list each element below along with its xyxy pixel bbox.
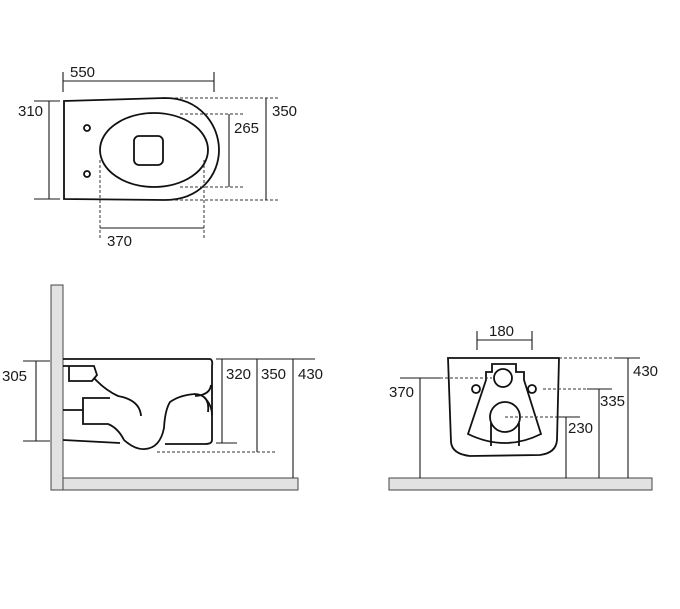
dim-180: 180 — [489, 323, 514, 340]
side-outline — [62, 358, 214, 445]
floor — [388, 477, 653, 491]
dim-430: 430 — [298, 366, 323, 383]
dim-335: 335 — [600, 393, 625, 410]
bolt-hole — [527, 384, 537, 394]
fixing-hole — [83, 170, 91, 178]
top-view: 550 310 265 350 370 — [18, 64, 297, 250]
dim-350: 350 — [261, 366, 286, 383]
front-view: 180 370 430 335 230 — [388, 323, 658, 491]
seat-oval — [99, 112, 209, 188]
dim-305: 305 — [2, 368, 27, 385]
dim-230: 230 — [568, 420, 593, 437]
floor — [62, 477, 299, 491]
wall — [50, 284, 64, 491]
front-outline — [447, 357, 560, 457]
dim-265: 265 — [234, 120, 259, 137]
dim-350: 350 — [272, 103, 297, 120]
dim-310: 310 — [18, 103, 43, 120]
mounting-flange — [466, 363, 543, 444]
inlet-hole — [493, 368, 513, 388]
side-view: 305 320 350 430 — [2, 284, 323, 491]
dim-370: 370 — [389, 384, 414, 401]
dim-430: 430 — [633, 363, 658, 380]
top-outline — [63, 97, 220, 201]
dim-370: 370 — [107, 233, 132, 250]
bowl-opening — [133, 135, 164, 166]
bolt-hole — [471, 384, 481, 394]
dim-320: 320 — [226, 366, 251, 383]
dim-550: 550 — [70, 64, 95, 81]
fixing-hole — [83, 124, 91, 132]
